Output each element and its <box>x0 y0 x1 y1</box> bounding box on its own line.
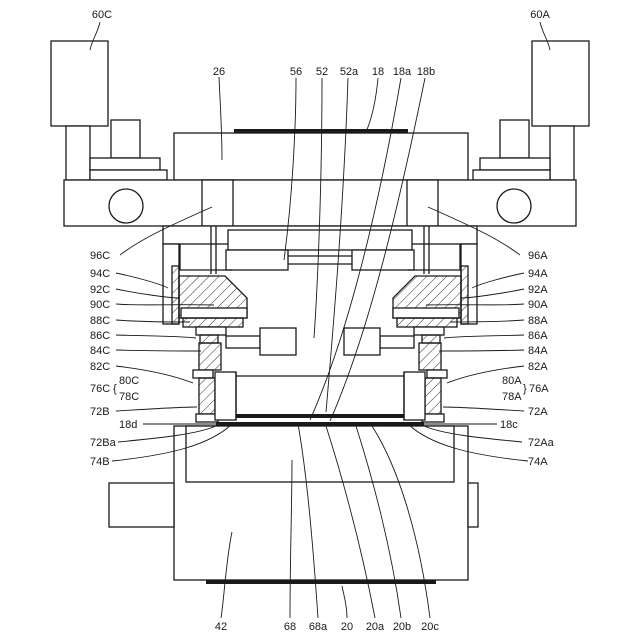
label-20b: 20b <box>393 621 411 633</box>
label-52: 52 <box>316 66 328 78</box>
label-94C: 94C <box>90 268 110 280</box>
label-90C: 90C <box>90 299 110 311</box>
label-68a: 68a <box>309 621 328 633</box>
label-86A: 86A <box>528 330 548 342</box>
label-60C: 60C <box>92 9 112 21</box>
label-80A: 80A <box>502 375 522 387</box>
label-88A: 88A <box>528 315 548 327</box>
label-96C: 96C <box>90 250 110 262</box>
label-42: 42 <box>215 621 227 633</box>
label-82C: 82C <box>90 361 110 373</box>
label-88C: 88C <box>90 315 110 327</box>
label-94A: 94A <box>528 268 548 280</box>
label-20c: 20c <box>421 621 439 633</box>
lower-block-42 <box>109 426 478 582</box>
label-82A: 82A <box>528 361 548 373</box>
label-76A: 76A <box>529 383 549 395</box>
label-96A: 96A <box>528 250 548 262</box>
label-80C: 80C <box>119 375 139 387</box>
press-member-52 <box>216 376 424 424</box>
label-86C: 86C <box>90 330 110 342</box>
brace-76A: } <box>523 383 527 395</box>
label-20: 20 <box>341 621 353 633</box>
label-56: 56 <box>290 66 302 78</box>
label-18a: 18a <box>393 66 412 78</box>
label-78A: 78A <box>502 391 522 403</box>
label-72Ba: 72Ba <box>90 437 117 449</box>
label-90A: 90A <box>528 299 548 311</box>
label-26: 26 <box>213 66 225 78</box>
label-60A: 60A <box>530 9 550 21</box>
label-18c: 18c <box>500 419 518 431</box>
label-92C: 92C <box>90 284 110 296</box>
label-72Aa: 72Aa <box>528 437 555 449</box>
slider-assembly-left <box>163 244 296 422</box>
label-18b: 18b <box>417 66 435 78</box>
label-68: 68 <box>284 621 296 633</box>
label-76C: 76C <box>90 383 110 395</box>
label-18: 18 <box>372 66 384 78</box>
label-72B: 72B <box>90 406 110 418</box>
label-84C: 84C <box>90 345 110 357</box>
label-74A: 74A <box>528 456 548 468</box>
drive-unit-60A <box>473 41 589 180</box>
label-18d: 18d <box>119 419 137 431</box>
label-78C: 78C <box>119 391 139 403</box>
label-52a: 52a <box>340 66 359 78</box>
housing-frame <box>163 226 477 274</box>
label-84A: 84A <box>528 345 548 357</box>
slider-assembly-right <box>344 244 477 422</box>
label-92A: 92A <box>528 284 548 296</box>
label-72A: 72A <box>528 406 548 418</box>
drive-unit-60C <box>51 41 167 180</box>
label-20a: 20a <box>366 621 385 633</box>
label-74B: 74B <box>90 456 110 468</box>
brace-76C: { <box>113 383 117 395</box>
